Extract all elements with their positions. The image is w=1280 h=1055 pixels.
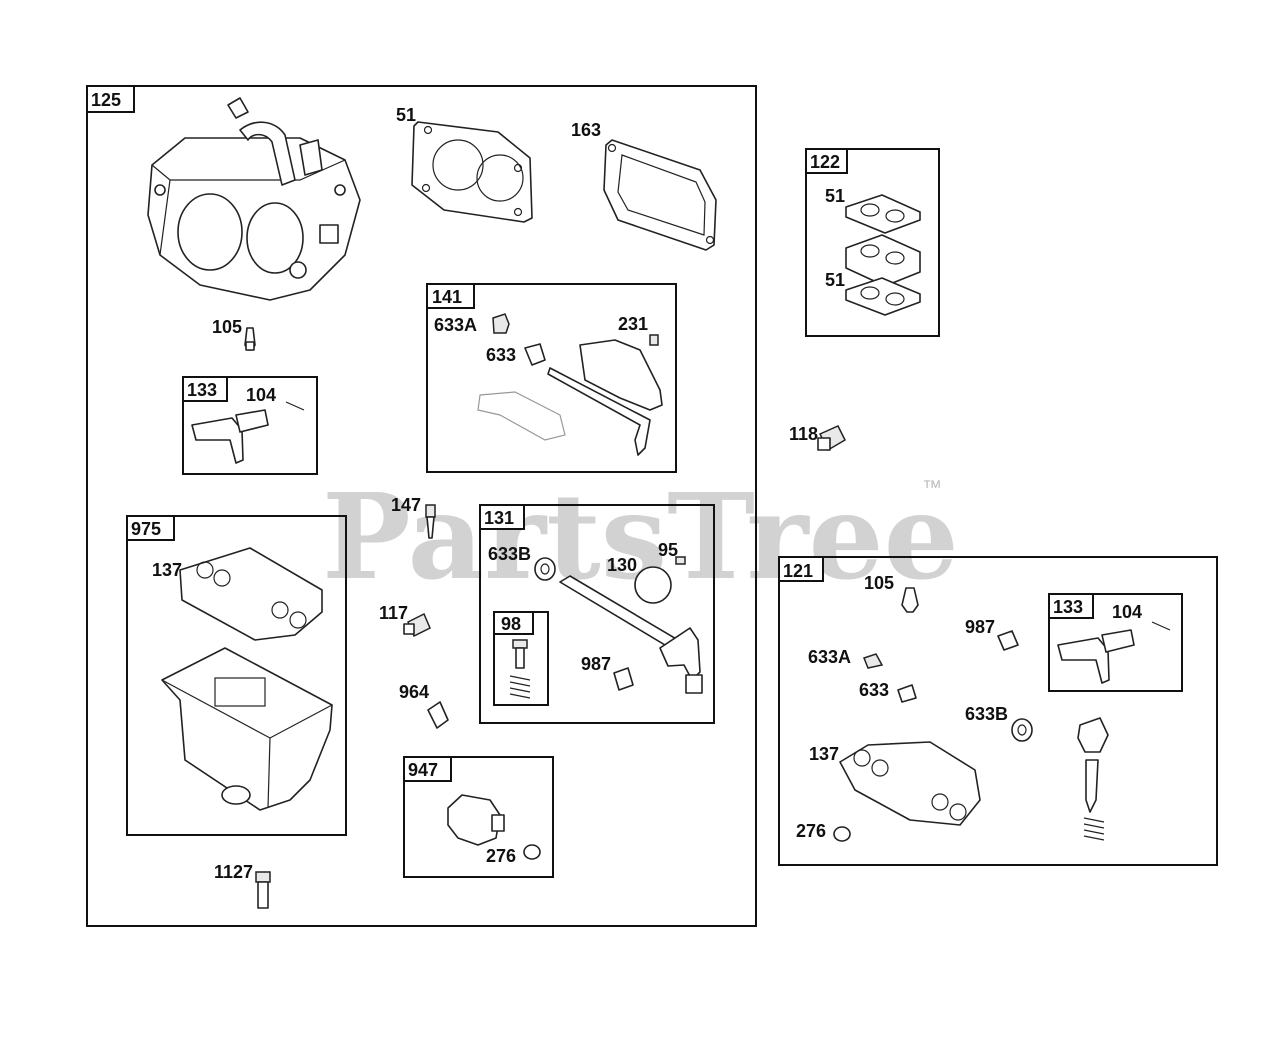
part-label-104: 104 [1112,602,1142,622]
assembly-133-right: 133 104 [1048,593,1183,692]
part-label-95: 95 [658,540,678,560]
part-label-104: 104 [246,385,276,405]
part-label-137: 137 [809,744,839,764]
screw-1127[interactable]: 1127 [214,862,271,909]
part-label-633a: 633A [434,315,477,335]
part-label-633: 633 [486,345,516,365]
assembly-121-label: 121 [783,561,813,581]
assembly-947-label: 947 [408,760,438,780]
assembly-975-label: 975 [131,519,161,539]
part-label-51-kit-top: 51 [825,186,845,206]
part-label-276: 276 [486,846,516,866]
assembly-141: 141 633A 633 231 [426,283,677,473]
assembly-133-label: 133 [187,380,217,400]
part-label-147: 147 [391,495,421,515]
part-label-633a: 633A [808,647,851,667]
assembly-98-label: 98 [501,614,521,634]
part-label-964: 964 [399,682,429,702]
pin-147[interactable]: 147 [391,495,436,539]
assembly-133-label: 133 [1053,597,1083,617]
assembly-122: 122 51 51 [805,148,940,337]
part-label-163: 163 [571,120,601,140]
assembly-131-label: 131 [484,508,514,528]
assembly-125-label: 125 [91,90,121,110]
part-label-633b: 633B [488,544,531,564]
assembly-98: 98 [493,611,549,706]
assembly-121: 121 105 987 633A 633 633B 137 276 [778,556,1218,866]
part-label-633b: 633B [965,704,1008,724]
fitting-118[interactable]: 118 [789,424,846,452]
part-label-117: 117 [379,603,408,623]
assembly-122-label: 122 [810,152,840,172]
gasket-51[interactable]: 51 [396,105,533,223]
part-label-105: 105 [864,573,894,593]
needle-valve-105[interactable]: 105 [212,317,256,351]
assembly-133-left: 133 104 [182,376,318,475]
part-label-276: 276 [796,821,826,841]
part-label-987: 987 [581,654,611,674]
watermark-trademark: ™ [922,477,942,499]
assembly-125: 125 [86,85,757,927]
part-label-105: 105 [212,317,242,337]
fitting-117[interactable]: 117 [379,603,431,638]
part-label-231: 231 [618,314,648,334]
part-label-118: 118 [789,424,818,444]
assembly-141-label: 141 [432,287,462,307]
gasket-163[interactable]: 163 [571,120,717,251]
part-label-1127: 1127 [214,862,253,882]
part-label-987: 987 [965,617,995,637]
carburetor-body[interactable] [147,97,361,301]
part-label-137: 137 [152,560,182,580]
part-label-633: 633 [859,680,889,700]
assembly-131: 131 633B 130 95 987 [479,504,715,724]
assembly-975: 975 137 [126,515,347,836]
part-label-51: 51 [396,105,416,125]
part-label-51-kit-bottom: 51 [825,270,845,290]
plug-964[interactable]: 964 [399,682,449,729]
assembly-947: 947 276 [403,756,554,878]
part-label-130: 130 [607,555,637,575]
